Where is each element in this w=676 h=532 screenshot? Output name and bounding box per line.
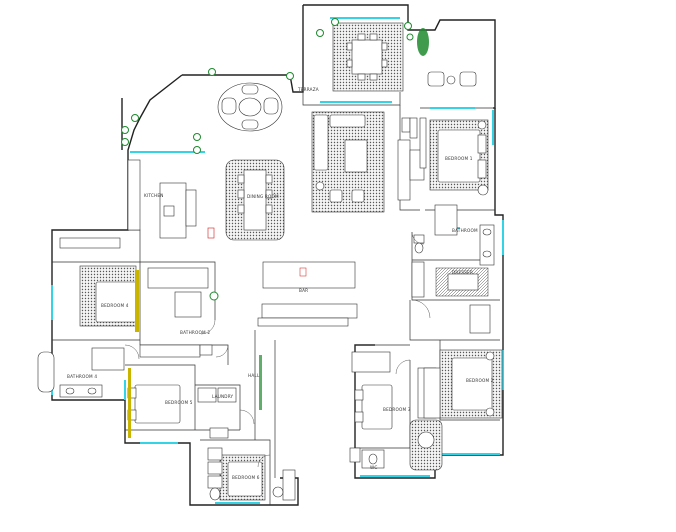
kitchen-fixtures — [127, 159, 215, 239]
plant-icons — [121, 18, 429, 301]
bathroom2-fixtures — [139, 267, 213, 358]
label-bathroom-top: BATHROOM — [452, 228, 478, 233]
living-room-furniture — [311, 111, 425, 213]
bedroom6-furniture — [207, 447, 296, 501]
bar-counter — [257, 261, 358, 327]
laundry-fixtures — [197, 387, 237, 439]
bedroom2-furniture — [423, 349, 503, 419]
label-bedroom1: BEDROOM 1 — [445, 156, 473, 161]
door-swings — [124, 231, 431, 468]
label-bathroom4: BATHROOM 4 — [67, 374, 97, 379]
label-bar: BAR — [299, 288, 308, 293]
label-dresser: DRESSER — [452, 270, 473, 275]
dining-table — [225, 159, 285, 241]
label-laundry: LAUNDRY — [212, 394, 234, 399]
bedroom4-furniture — [59, 237, 139, 332]
label-hall: HALL — [248, 373, 260, 378]
label-terrace: TERRAZA — [297, 87, 319, 92]
terrace-lounge-chairs — [427, 71, 477, 87]
bathroom-dresser-fixtures — [411, 204, 495, 334]
label-dining: DINING ROOM — [247, 194, 279, 199]
label-bedroom2: BEDROOM 2 — [466, 378, 494, 383]
label-bedroom5: BEDROOM 5 — [165, 400, 193, 405]
bedroom1-furniture — [419, 117, 489, 196]
label-bedroom4: BEDROOM 4 — [101, 303, 129, 308]
label-kitchen: KITCHEN — [144, 193, 164, 198]
hall-fixtures — [259, 355, 262, 410]
label-bedroom6: BEDROOM 6 — [232, 475, 260, 480]
bedroom5-furniture — [127, 368, 181, 438]
terrace-round-seating — [217, 82, 283, 132]
label-bathroom2: BATHROOM 2 — [180, 330, 210, 335]
label-wc: WC — [370, 465, 377, 470]
terrace-dining-set — [332, 22, 404, 92]
label-bedroom3: BEDROOM 3 — [383, 407, 411, 412]
bathroom4-fixtures — [37, 347, 125, 398]
windows — [51, 17, 504, 504]
